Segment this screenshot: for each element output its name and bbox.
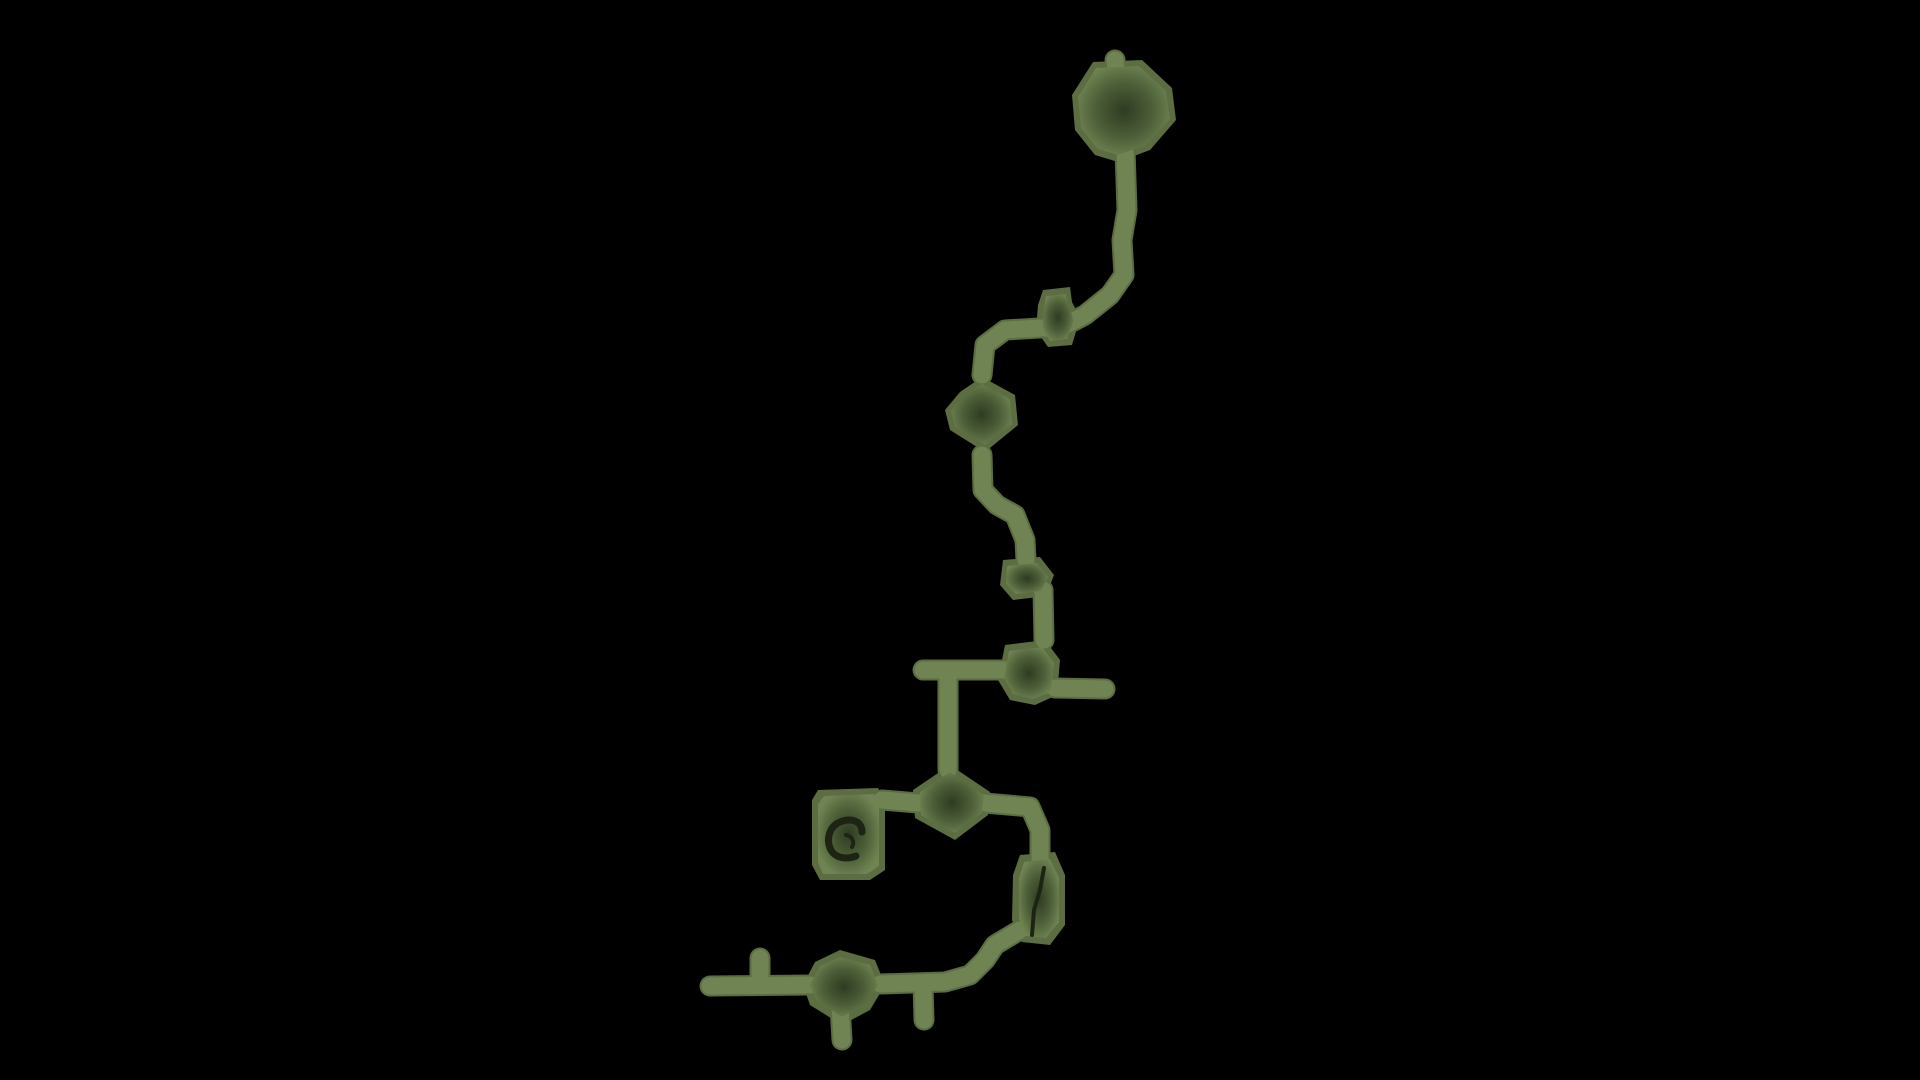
ring-room-interior [824,816,866,862]
room-bodies [810,66,1170,1017]
narrow-room-crevice [1030,866,1046,937]
corridor-bodies [701,51,1136,1049]
